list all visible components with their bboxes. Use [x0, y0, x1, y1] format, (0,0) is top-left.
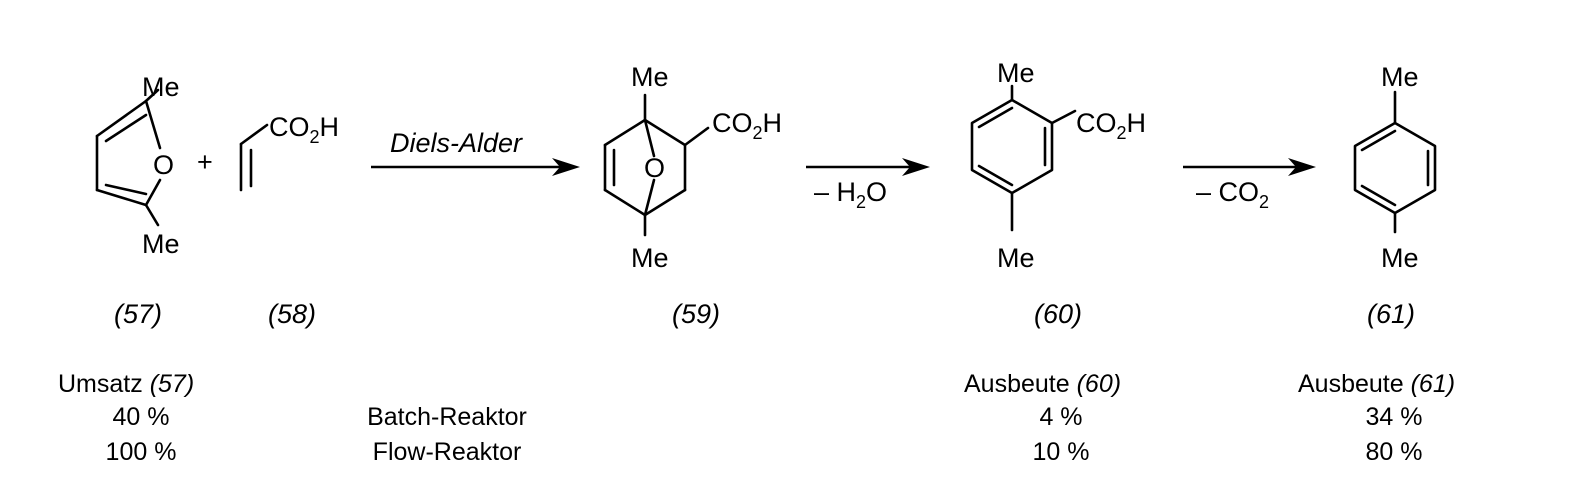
furan-bottom-methyl-label: Me	[142, 229, 180, 259]
batch-ausbeute-60-value: 4 %	[1039, 403, 1082, 431]
benzoic-acid-carboxyl-label: CO2H	[1076, 108, 1146, 143]
oxanorbornene-bottom-methyl-label: Me	[631, 243, 669, 273]
flow-ausbeute-61-value: 80 %	[1366, 438, 1423, 466]
dehydration-label: – H2O	[814, 177, 887, 212]
oxanorbornene-carboxyl-label: CO2H	[712, 108, 782, 143]
structure-59-oxanorbornene: O Me Me CO2H	[603, 62, 782, 273]
ausbeute-60-header: Ausbeute (60)	[964, 370, 1121, 398]
diels-alder-arrow: Diels-Alder	[371, 128, 580, 176]
xylene-methyl-top-label: Me	[1381, 62, 1419, 92]
furan-top-methyl-label: Me	[142, 72, 180, 102]
ausbeute-61-header: Ausbeute (61)	[1298, 370, 1455, 398]
structure-57-dimethylfuran: O Me Me	[95, 72, 180, 259]
results-table: Umsatz (57) Ausbeute (60) Ausbeute (61) …	[58, 370, 1455, 466]
diels-alder-label: Diels-Alder	[390, 128, 523, 158]
structure-61-p-xylene: Me Me	[1353, 62, 1437, 273]
furan-oxygen-label: O	[153, 150, 174, 180]
compound-number-57: (57)	[114, 299, 162, 329]
flow-umsatz-value: 100 %	[106, 438, 177, 466]
compound-number-61: (61)	[1367, 299, 1415, 329]
acrylic-acid-carboxyl-label: CO2H	[269, 112, 339, 147]
compound-number-59: (59)	[672, 299, 720, 329]
compound-number-60: (60)	[1034, 299, 1082, 329]
oxanorbornene-bridge-oxygen-label: O	[644, 153, 665, 183]
umsatz-header: Umsatz (57)	[58, 370, 194, 398]
benzoic-acid-methyl-top-label: Me	[997, 58, 1035, 88]
xylene-methyl-bottom-label: Me	[1381, 243, 1419, 273]
flow-reactor-label: Flow-Reaktor	[373, 438, 522, 466]
decarboxylation-arrow: – CO2	[1183, 158, 1316, 212]
batch-umsatz-value: 40 %	[113, 403, 170, 431]
decarboxylation-label: – CO2	[1196, 177, 1269, 212]
structure-58-acrylic-acid: CO2H	[239, 112, 339, 192]
dehydration-arrow: – H2O	[806, 158, 930, 212]
structure-60-dimethylbenzoic-acid: Me Me CO2H	[970, 58, 1146, 273]
batch-reactor-label: Batch-Reaktor	[367, 403, 527, 431]
compound-number-58: (58)	[268, 299, 316, 329]
oxanorbornene-top-methyl-label: Me	[631, 62, 669, 92]
flow-ausbeute-60-value: 10 %	[1033, 438, 1090, 466]
batch-ausbeute-61-value: 34 %	[1366, 403, 1423, 431]
plus-sign: +	[197, 147, 213, 177]
benzoic-acid-methyl-bottom-label: Me	[997, 243, 1035, 273]
